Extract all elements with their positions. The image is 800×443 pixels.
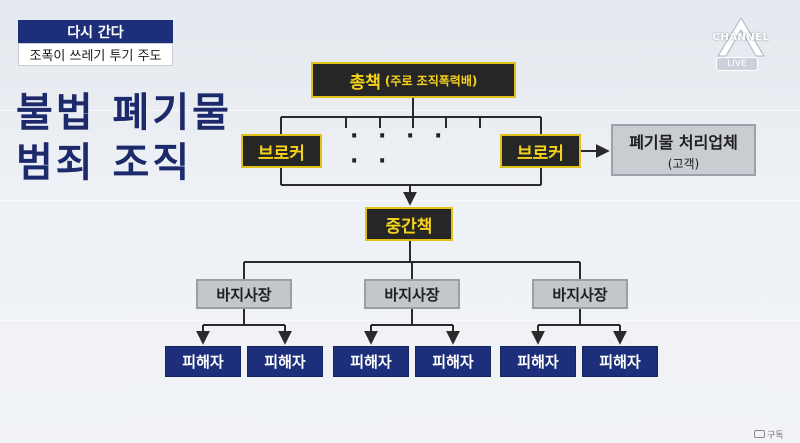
- node-boss-note: (주로 조직폭력배): [384, 73, 478, 88]
- node-client-note: (고객): [667, 156, 700, 171]
- node-victim-6: 피해자: [582, 346, 658, 377]
- page-title-line-2: 범죄 조직: [16, 140, 193, 186]
- node-client: 폐기물 처리업체 (고객): [611, 124, 756, 176]
- subscribe-icon: [754, 430, 765, 438]
- channel-name: CHANNEL: [712, 32, 770, 43]
- background-stripe: [0, 200, 800, 201]
- background-stripe: [0, 110, 800, 111]
- live-badge: LIVE: [716, 57, 758, 71]
- node-proxy-2: 바지사장: [364, 279, 460, 309]
- subscribe-label: 구독: [767, 430, 784, 441]
- background-stripe: [0, 320, 800, 321]
- subscribe-watermark[interactable]: 구독: [754, 427, 784, 441]
- node-victim-2: 피해자: [247, 346, 323, 377]
- node-boss: 총책 (주로 조직폭력배): [311, 62, 516, 98]
- node-middleman: 중간책: [365, 207, 453, 241]
- node-broker-left: 브로커: [241, 134, 322, 168]
- ellipsis: · · · · · ·: [350, 124, 449, 174]
- node-victim-4: 피해자: [415, 346, 491, 377]
- channel-a-logo-icon: [717, 17, 765, 57]
- node-proxy-1: 바지사장: [196, 279, 292, 309]
- node-proxy-3: 바지사장: [532, 279, 628, 309]
- node-boss-label: 총책: [349, 72, 381, 93]
- node-client-label: 폐기물 처리업체: [629, 132, 738, 152]
- program-tag: 다시 간다: [18, 20, 173, 43]
- node-victim-1: 피해자: [165, 346, 241, 377]
- node-victim-3: 피해자: [333, 346, 409, 377]
- headline-tag: 조폭이 쓰레기 투기 주도: [18, 43, 173, 66]
- node-victim-5: 피해자: [500, 346, 576, 377]
- node-broker-right: 브로커: [500, 134, 581, 168]
- page-title-line-1: 불법 폐기물: [16, 90, 232, 136]
